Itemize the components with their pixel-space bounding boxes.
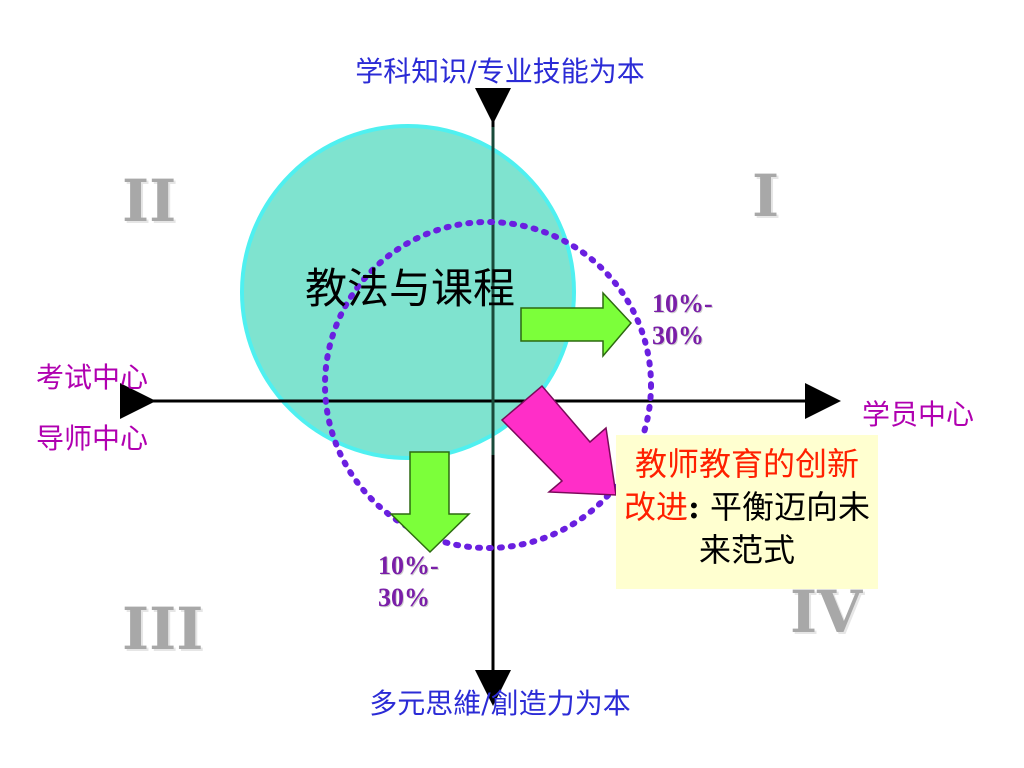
percent-right-line2: 30%: [652, 321, 704, 350]
circle-label: 教法与课程: [305, 264, 516, 313]
callout-highlight: 教师教育的创新改进: [623, 445, 859, 526]
percent-bottom-line1: 10%-: [378, 551, 439, 580]
pink-arrow-diagonal: [500, 384, 617, 496]
callout-colon: :: [688, 488, 700, 526]
axis-label-right: 学员中心: [862, 398, 975, 431]
quadrant-label-3: III: [122, 595, 204, 663]
percent-bottom-line2: 30%: [378, 583, 430, 612]
axis-label-bottom: 多元思維/創造力为本: [369, 687, 631, 720]
green-arrow-down: [389, 451, 471, 554]
percent-label-right: 10%- 30%: [652, 288, 713, 352]
axis-label-top: 学科知识/专业技能为本: [355, 55, 645, 88]
dotted-circle: [322, 219, 654, 551]
callout-rest: 平衡迈向未来范式: [698, 488, 870, 569]
green-arrow-right: [520, 291, 633, 359]
callout-box: 教师教育的创新改进: 平衡迈向未来范式: [616, 435, 878, 589]
percent-right-line1: 10%-: [652, 289, 713, 318]
axis-label-left-1: 考试中心: [36, 361, 149, 394]
quadrant-label-1: I: [752, 162, 780, 230]
quadrant-label-2: II: [122, 167, 177, 235]
quadrant-label-4: IV: [790, 578, 863, 646]
axis-label-left-2: 导师中心: [36, 422, 149, 455]
percent-label-bottom: 10%- 30%: [378, 550, 439, 614]
